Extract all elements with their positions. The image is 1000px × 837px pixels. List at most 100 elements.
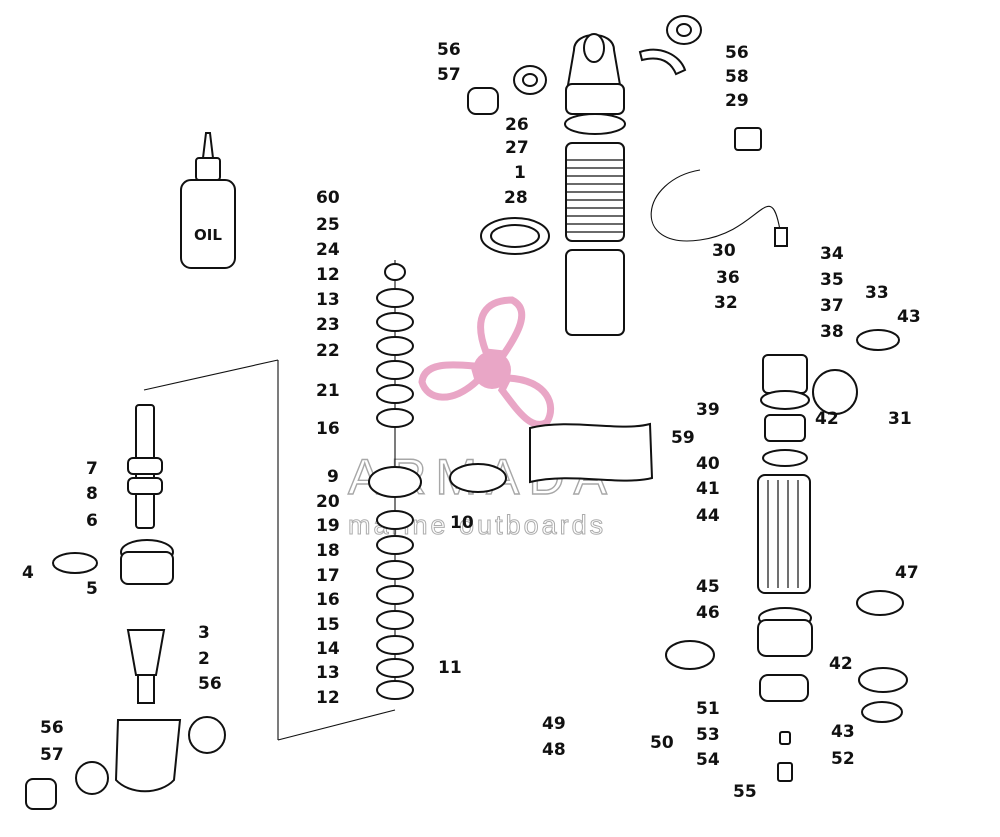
shim-washer — [376, 680, 414, 700]
callout-13: 13 — [316, 290, 340, 310]
shim-washer — [376, 585, 414, 605]
callout-3: 3 — [198, 623, 210, 643]
callout-1: 1 — [514, 163, 526, 183]
callout-47: 47 — [895, 563, 919, 583]
callout-30: 30 — [712, 241, 736, 261]
callout-60: 60 — [316, 188, 340, 208]
callout-22: 22 — [316, 341, 340, 361]
callout-9: 9 — [327, 467, 339, 487]
callout-56: 56 — [198, 674, 222, 694]
shim-washer — [376, 336, 414, 356]
callout-38: 38 — [820, 322, 844, 342]
callout-45: 45 — [696, 577, 720, 597]
callout-29: 29 — [725, 91, 749, 111]
callout-44: 44 — [696, 506, 720, 526]
callout-42: 42 — [829, 654, 853, 674]
callout-24: 24 — [316, 240, 340, 260]
callout-58: 58 — [725, 67, 749, 87]
callout-36: 36 — [716, 268, 740, 288]
callout-26: 26 — [505, 115, 529, 135]
callout-55: 55 — [733, 782, 757, 802]
callout-43: 43 — [831, 722, 855, 742]
callout-10: 10 — [450, 513, 474, 533]
callout-14: 14 — [316, 639, 340, 659]
callout-48: 48 — [542, 740, 566, 760]
callout-35: 35 — [820, 270, 844, 290]
callout-6: 6 — [86, 511, 98, 531]
shim-washer — [376, 312, 414, 332]
callout-20: 20 — [316, 492, 340, 512]
propeller-blade-left — [418, 361, 482, 401]
callout-37: 37 — [820, 296, 844, 316]
propeller-hub — [473, 351, 511, 389]
callout-43: 43 — [897, 307, 921, 327]
callout-52: 52 — [831, 749, 855, 769]
callout-7: 7 — [86, 459, 98, 479]
callout-2: 2 — [198, 649, 210, 669]
callout-16: 16 — [316, 590, 340, 610]
cylinder-flutes — [767, 480, 799, 588]
shim-washer — [376, 535, 414, 555]
propeller-logo — [418, 296, 555, 428]
callout-5: 5 — [86, 579, 98, 599]
callout-56: 56 — [725, 43, 749, 63]
callout-25: 25 — [316, 215, 340, 235]
callout-57: 57 — [40, 745, 64, 765]
shock-lower-right-assembly — [665, 329, 908, 782]
shim-washer — [376, 610, 414, 630]
shim-washer — [376, 360, 414, 380]
callout-50: 50 — [650, 733, 674, 753]
shim-washer — [376, 510, 414, 530]
callout-53: 53 — [696, 725, 720, 745]
callout-13: 13 — [316, 663, 340, 683]
shim-washer — [384, 263, 406, 281]
callout-21: 21 — [316, 381, 340, 401]
callout-33: 33 — [865, 283, 889, 303]
callout-34: 34 — [820, 244, 844, 264]
callout-19: 19 — [316, 516, 340, 536]
shim-washer — [376, 384, 414, 404]
callout-32: 32 — [714, 293, 738, 313]
callout-11: 11 — [438, 658, 462, 678]
shim-washer — [376, 560, 414, 580]
callout-4: 4 — [22, 563, 34, 583]
callout-59: 59 — [671, 428, 695, 448]
propeller-blade-right — [497, 374, 555, 428]
callout-28: 28 — [504, 188, 528, 208]
callout-12: 12 — [316, 265, 340, 285]
callout-56: 56 — [40, 718, 64, 738]
shim-washer — [376, 658, 414, 678]
callout-31: 31 — [888, 409, 912, 429]
shim-washer — [376, 408, 414, 428]
callout-51: 51 — [696, 699, 720, 719]
oil-bottle: OIL — [180, 132, 236, 269]
callout-57: 57 — [437, 65, 461, 85]
acts-decal — [529, 422, 654, 484]
callout-27: 27 — [505, 138, 529, 158]
callout-54: 54 — [696, 750, 720, 770]
propeller-blade-top — [477, 296, 526, 358]
callout-16: 16 — [316, 419, 340, 439]
shock-rod-assembly — [25, 359, 396, 810]
spring-coils — [566, 159, 624, 233]
callout-40: 40 — [696, 454, 720, 474]
valve-shim-stack — [368, 260, 507, 700]
shim-washer — [376, 635, 414, 655]
callout-17: 17 — [316, 566, 340, 586]
shock-upper-assembly — [467, 15, 788, 336]
callout-12: 12 — [316, 688, 340, 708]
shim-washer — [376, 288, 414, 308]
callout-46: 46 — [696, 603, 720, 623]
oil-bottle-label: OIL — [194, 226, 222, 244]
callout-18: 18 — [316, 541, 340, 561]
callout-49: 49 — [542, 714, 566, 734]
callout-8: 8 — [86, 484, 98, 504]
callout-15: 15 — [316, 615, 340, 635]
callout-42: 42 — [815, 409, 839, 429]
callout-56: 56 — [437, 40, 461, 60]
callout-39: 39 — [696, 400, 720, 420]
callout-23: 23 — [316, 315, 340, 335]
